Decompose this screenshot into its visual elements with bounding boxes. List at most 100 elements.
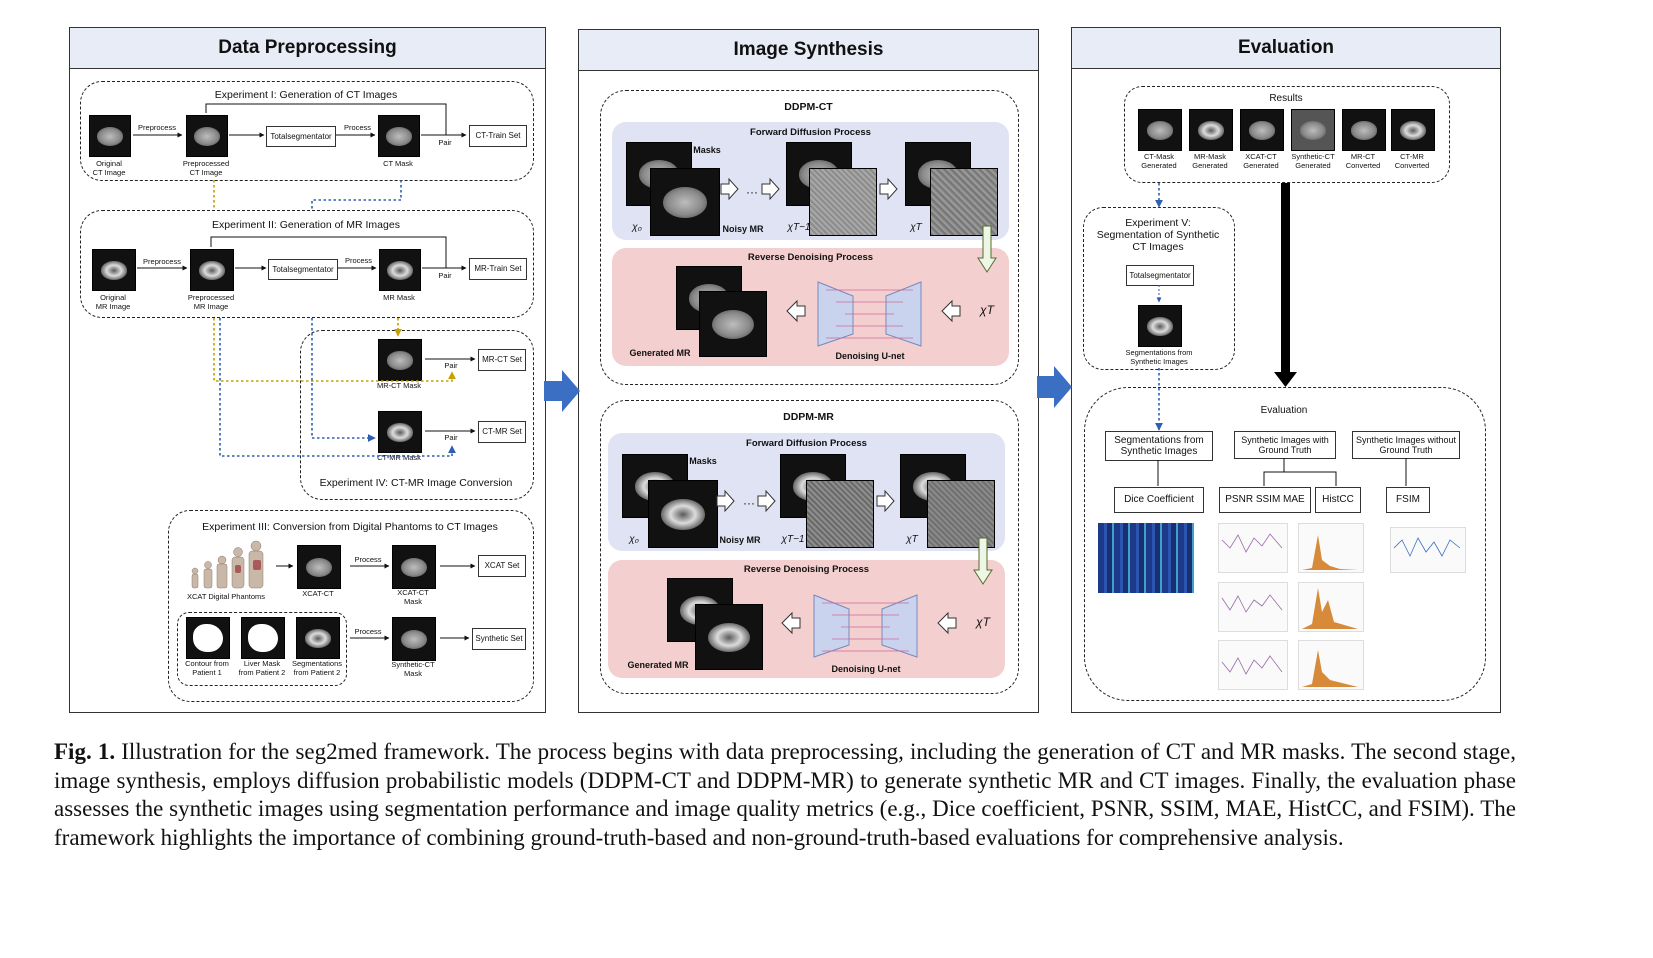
result-label-3: XCAT-CT Generated <box>1243 152 1279 170</box>
psnr-plot-1-thumbnail <box>1218 523 1288 573</box>
eval-col2-box: Synthetic Images with Ground Truth <box>1234 431 1336 459</box>
exp2-preprocessed-image <box>190 249 234 291</box>
ddpm-ct-reverse-title: Reverse Denoising Process <box>747 252 874 263</box>
exp2-preprocess-label: Preprocess <box>143 257 181 266</box>
exp3-process1-label: Process <box>354 555 382 564</box>
exp2-original-image <box>92 249 136 291</box>
ddpm-mr-generated-label: Generated MR <box>627 660 689 670</box>
result-label-6: CT-MR Converted <box>1394 152 1430 170</box>
ddpm-mr-xt1-label: χT−1 <box>781 534 805 545</box>
result-ct-mr-image <box>1391 109 1435 151</box>
ddpm-mr-forward-title: Forward Diffusion Process <box>746 438 867 449</box>
ddpm-ct-noisy-label: Noisy MR <box>722 224 764 234</box>
panel-title-evaluation: Evaluation <box>1072 28 1500 69</box>
exp1-original-label: Original CT Image <box>92 159 126 177</box>
exp1-preprocess-label: Preprocess <box>138 123 176 132</box>
evaluation-title: Evaluation <box>1260 405 1308 416</box>
result-mr-ct-image <box>1342 109 1386 151</box>
result-label-5: MR-CT Converted <box>1345 152 1381 170</box>
exp3-synth-set: Synthetic Set <box>472 628 526 650</box>
exp3-liver-image <box>241 617 285 659</box>
eval-fsim-box: FSIM <box>1386 487 1430 513</box>
exp4-title: Experiment IV: CT-MR Image Conversion <box>319 477 513 489</box>
ddpm-ct-generated-label: Generated MR <box>629 348 691 358</box>
eval-psnr-box: PSNR SSIM MAE <box>1219 487 1311 513</box>
eval-dice-box: Dice Coefficient <box>1114 487 1204 513</box>
ddpm-ct-x0-image <box>650 168 720 236</box>
exp3-title: Experiment III: Conversion from Digital … <box>202 521 498 533</box>
exp1-original-image <box>89 115 131 157</box>
exp4-ctmr-mask-image <box>378 411 422 453</box>
exp5-totalsegmentator-box: Totalsegmentator <box>1126 265 1194 286</box>
ddpm-ct-generated-front <box>699 291 767 357</box>
exp4-ctmr-set: CT-MR Set <box>478 421 526 443</box>
exp2-pair-label: Pair <box>438 271 452 280</box>
histcc-plot-3-thumbnail <box>1298 640 1364 690</box>
exp1-ct-mask-image <box>378 115 420 157</box>
exp3-synth-mask-image <box>392 617 436 661</box>
figure-caption: Fig. 1. Illustration for the seg2med fra… <box>54 738 1516 852</box>
result-ct-mask-image <box>1138 109 1182 151</box>
ddpm-mr-xt-image <box>927 480 995 548</box>
ddpm-ct-dots: ··· <box>746 185 758 199</box>
ddpm-mr-reverse-title: Reverse Denoising Process <box>743 564 870 575</box>
panel-title-preprocessing: Data Preprocessing <box>70 28 545 69</box>
ddpm-ct-xt-label: χT <box>910 222 922 233</box>
exp5-title: Experiment V: Segmentation of Synthetic … <box>1096 217 1220 254</box>
ddpm-ct-forward-title: Forward Diffusion Process <box>750 127 871 138</box>
eval-histcc-box: HistCC <box>1315 487 1361 513</box>
exp4-mrct-mask-label: MR-CT Mask <box>376 381 422 390</box>
ddpm-mr-xt-label: χT <box>906 534 918 545</box>
exp3-xcat-ct-image <box>297 545 341 589</box>
experiment-1-box <box>80 81 534 181</box>
ddpm-mr-x0-label: χ₀ <box>629 534 639 545</box>
exp3-segs-label: Segmentations from Patient 2 <box>291 659 343 677</box>
exp3-xcat-set: XCAT Set <box>478 555 526 577</box>
exp3-phantoms-label: XCAT Digital Phantoms <box>186 592 266 601</box>
ddpm-mr-x0-image <box>648 480 718 548</box>
exp2-title: Experiment II: Generation of MR Images <box>212 219 400 231</box>
ddpm-ct-unet-label: Denoising U-net <box>835 351 905 361</box>
exp3-xcat-mask-image <box>392 545 436 589</box>
exp4-mrct-set: MR-CT Set <box>478 349 526 371</box>
result-label-2: MR-Mask Generated <box>1192 152 1228 170</box>
experiment-3-box <box>168 510 534 702</box>
results-title: Results <box>1269 93 1303 104</box>
histcc-plot-1-thumbnail <box>1298 523 1364 573</box>
exp4-ctmr-mask-label: CT-MR Mask <box>377 453 421 462</box>
dice-heatmap-thumbnail <box>1098 523 1194 593</box>
exp2-mask-label: MR Mask <box>383 293 415 302</box>
result-mr-mask-image <box>1189 109 1233 151</box>
ddpm-ct-xt-image <box>930 168 998 236</box>
psnr-plot-2-thumbnail <box>1218 582 1288 632</box>
exp4-pair2-label: Pair <box>444 433 458 442</box>
result-synthetic-ct-image <box>1291 109 1335 151</box>
exp3-segs-image <box>296 617 340 659</box>
ddpm-ct-x0-label: χ₀ <box>632 222 642 233</box>
exp1-process-label: Process <box>343 123 372 132</box>
ddpm-mr-unet-label: Denoising U-net <box>831 664 901 674</box>
exp3-inner-box <box>177 612 347 686</box>
ddpm-mr-noisy-label: Noisy MR <box>719 535 761 545</box>
exp5-segs-label: Segmentations from Synthetic Images <box>1125 348 1193 366</box>
result-label-1: CT-Mask Generated <box>1141 152 1177 170</box>
exp3-liver-label: Liver Mask from Patient 2 <box>238 659 286 677</box>
exp2-mr-train-set: MR-Train Set <box>469 258 527 280</box>
evaluation-box <box>1084 387 1486 701</box>
ddpm-mr-generated-front <box>695 604 763 670</box>
ddpm-ct-title: DDPM-CT <box>784 101 833 113</box>
result-label-4: Synthetic-CT Generated <box>1291 152 1335 170</box>
ddpm-mr-xt1-image <box>806 480 874 548</box>
ddpm-ct-masks-label: Masks <box>693 145 721 155</box>
exp2-totalsegmentator-box: Totalsegmentator <box>268 259 338 280</box>
exp3-process2-label: Process <box>354 627 382 636</box>
eval-col1-box: Segmentations from Synthetic Images <box>1105 431 1213 461</box>
results-box <box>1124 86 1450 183</box>
exp3-xcat-ct-label: XCAT-CT <box>302 589 334 598</box>
exp3-contour-label: Contour from Patient 1 <box>185 659 229 677</box>
ddpm-mr-title: DDPM-MR <box>783 411 834 423</box>
ddpm-mr-box <box>600 400 1019 694</box>
exp1-mask-label: CT Mask <box>383 159 413 168</box>
experiment-2-box <box>80 210 534 318</box>
caption-label: Fig. 1. <box>54 739 116 764</box>
